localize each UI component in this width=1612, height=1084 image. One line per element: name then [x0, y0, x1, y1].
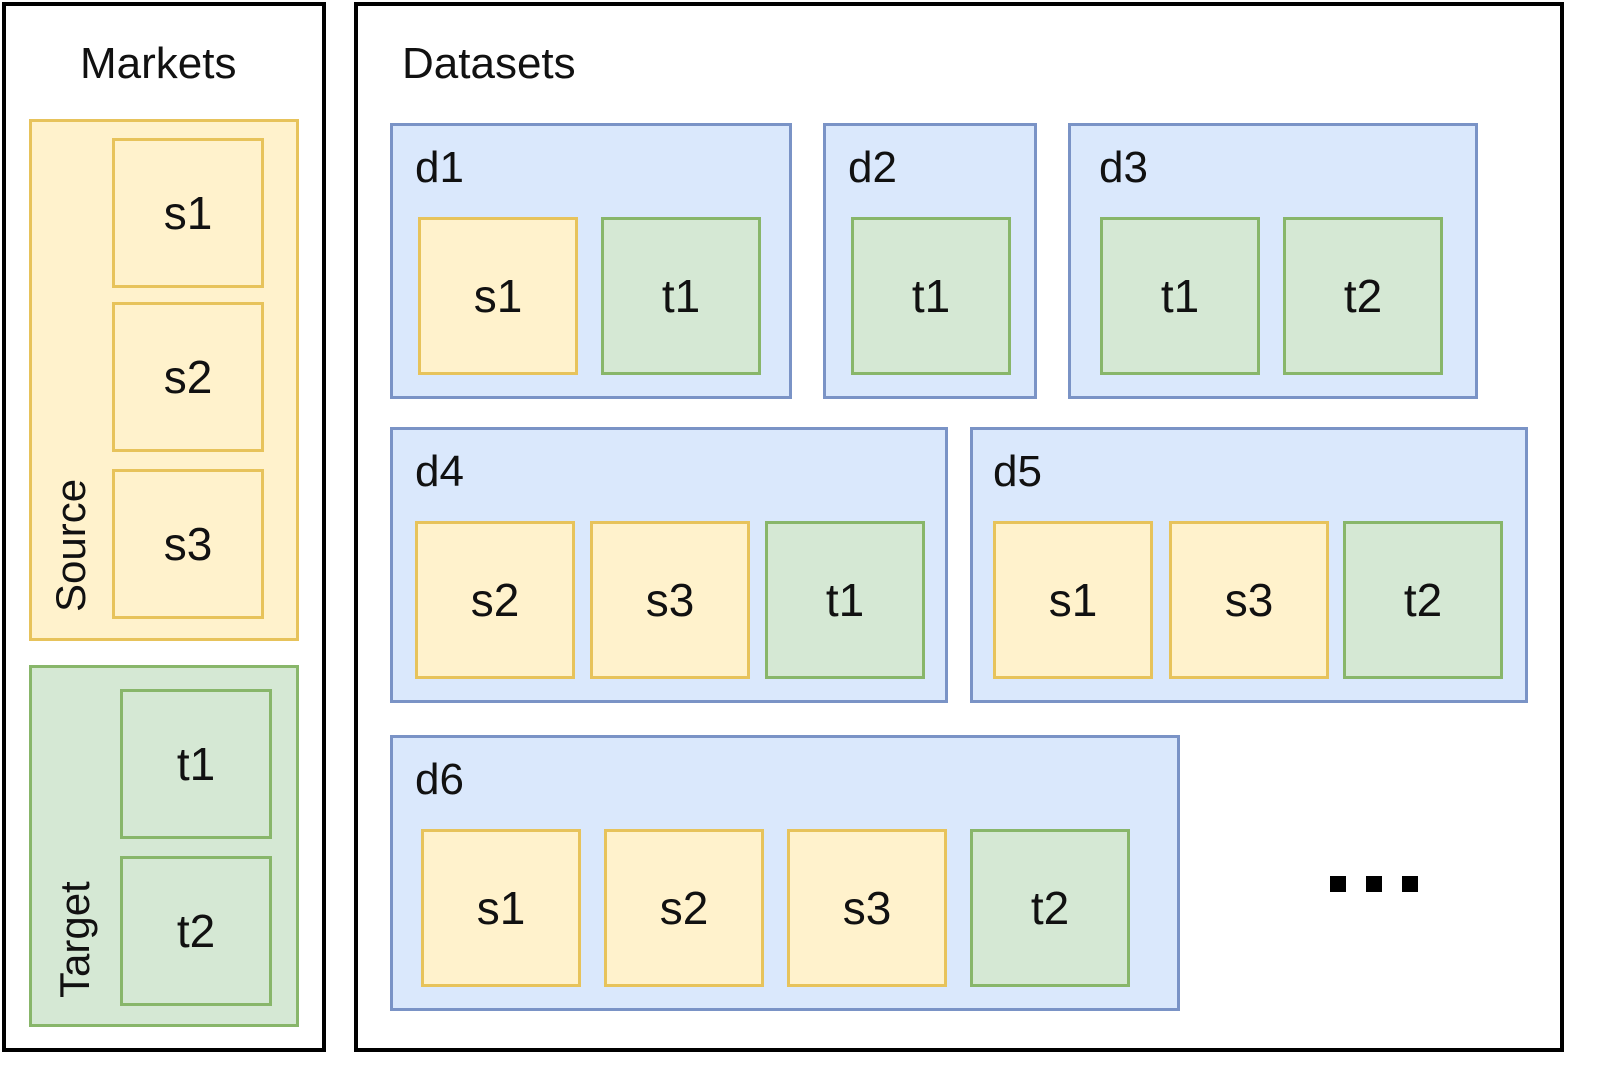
markets-panel: Markets Source s1 s2 s3 Target t1 t2 — [2, 2, 326, 1052]
dataset-label: d3 — [1099, 143, 1148, 192]
dataset-item: t1 — [601, 217, 761, 375]
target-label: Target — [51, 881, 98, 998]
market-t1: t1 — [120, 689, 272, 839]
dataset-d2: d2 t1 — [823, 123, 1037, 399]
dataset-item: t2 — [1283, 217, 1443, 375]
target-group: Target t1 t2 — [29, 665, 299, 1027]
dataset-item: t2 — [1343, 521, 1503, 679]
dataset-item: t2 — [970, 829, 1130, 987]
ellipsis-icon — [1330, 876, 1420, 896]
ellipsis-dot — [1330, 876, 1346, 892]
datasets-title: Datasets — [402, 39, 576, 88]
dataset-item: s3 — [787, 829, 947, 987]
dataset-item: s2 — [415, 521, 575, 679]
dataset-d4: d4 s2 s3 t1 — [390, 427, 948, 703]
dataset-label: d2 — [848, 143, 897, 192]
dataset-item: s2 — [604, 829, 764, 987]
market-s1: s1 — [112, 138, 264, 288]
dataset-item: s1 — [418, 217, 578, 375]
dataset-label: d1 — [415, 143, 464, 192]
dataset-label: d4 — [415, 447, 464, 496]
dataset-label: d6 — [415, 755, 464, 804]
source-label: Source — [47, 478, 94, 612]
dataset-item: t1 — [1100, 217, 1260, 375]
dataset-d6: d6 s1 s2 s3 t2 — [390, 735, 1180, 1011]
dataset-label: d5 — [993, 447, 1042, 496]
source-group: Source s1 s2 s3 — [29, 119, 299, 641]
dataset-d1: d1 s1 t1 — [390, 123, 792, 399]
dataset-item: s3 — [590, 521, 750, 679]
dataset-item: s3 — [1169, 521, 1329, 679]
dataset-item: t1 — [851, 217, 1011, 375]
markets-title: Markets — [80, 39, 237, 88]
dataset-d5: d5 s1 s3 t2 — [970, 427, 1528, 703]
market-s3: s3 — [112, 469, 264, 619]
ellipsis-dot — [1366, 876, 1382, 892]
ellipsis-dot — [1402, 876, 1418, 892]
datasets-panel: Datasets d1 s1 t1 d2 t1 d3 t1 t2 d4 s2 s… — [354, 2, 1564, 1052]
dataset-item: s1 — [421, 829, 581, 987]
dataset-d3: d3 t1 t2 — [1068, 123, 1478, 399]
dataset-item: t1 — [765, 521, 925, 679]
market-s2: s2 — [112, 302, 264, 452]
dataset-item: s1 — [993, 521, 1153, 679]
market-t2: t2 — [120, 856, 272, 1006]
